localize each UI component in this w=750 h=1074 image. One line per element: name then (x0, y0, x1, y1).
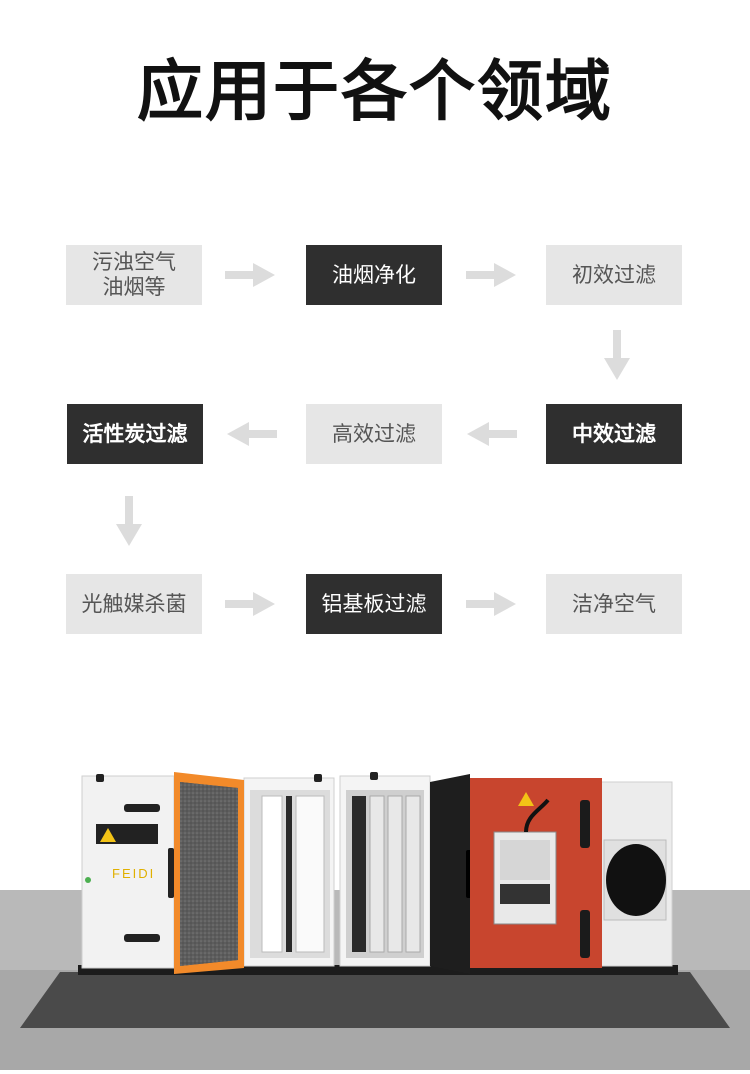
brand-text: FEIDI (112, 866, 155, 881)
step-label: 铝基板过滤 (321, 591, 427, 616)
step-aluminum-substrate-filter: 铝基板过滤 (306, 574, 442, 634)
step-label: 活性炭过滤 (82, 421, 188, 446)
step-label: 高效过滤 (332, 421, 416, 446)
step-dirty-air: 污浊空气 油烟等 (66, 245, 202, 305)
arrow-right-icon (466, 263, 516, 287)
air-purifier-unit-image: FEIDI (0, 772, 750, 1070)
arrow-right-icon (225, 592, 275, 616)
step-oil-smoke-purification: 油烟净化 (306, 245, 442, 305)
step-activated-carbon-filter: 活性炭过滤 (67, 404, 203, 464)
step-primary-filter: 初效过滤 (546, 245, 682, 305)
arrow-left-icon (467, 422, 517, 446)
arrow-right-icon (225, 263, 275, 287)
product-photo: FEIDI (0, 760, 750, 1070)
step-photocatalyst-sterilization: 光触媒杀菌 (66, 574, 202, 634)
step-clean-air: 洁净空气 (546, 574, 682, 634)
page-title: 应用于各个领域 (137, 53, 613, 130)
arrow-down-icon (116, 496, 142, 546)
step-hepa-filter: 高效过滤 (306, 404, 442, 464)
arrow-left-icon (227, 422, 277, 446)
step-label: 污浊空气 油烟等 (92, 250, 176, 299)
step-label: 初效过滤 (572, 262, 656, 287)
warning-triangle-icon (100, 828, 116, 842)
step-medium-filter: 中效过滤 (546, 404, 682, 464)
step-label: 洁净空气 (572, 591, 656, 616)
step-label: 中效过滤 (572, 421, 656, 446)
step-label: 光触媒杀菌 (81, 591, 187, 616)
arrow-down-icon (604, 330, 630, 380)
step-label: 油烟净化 (332, 262, 416, 287)
arrow-right-icon (466, 592, 516, 616)
